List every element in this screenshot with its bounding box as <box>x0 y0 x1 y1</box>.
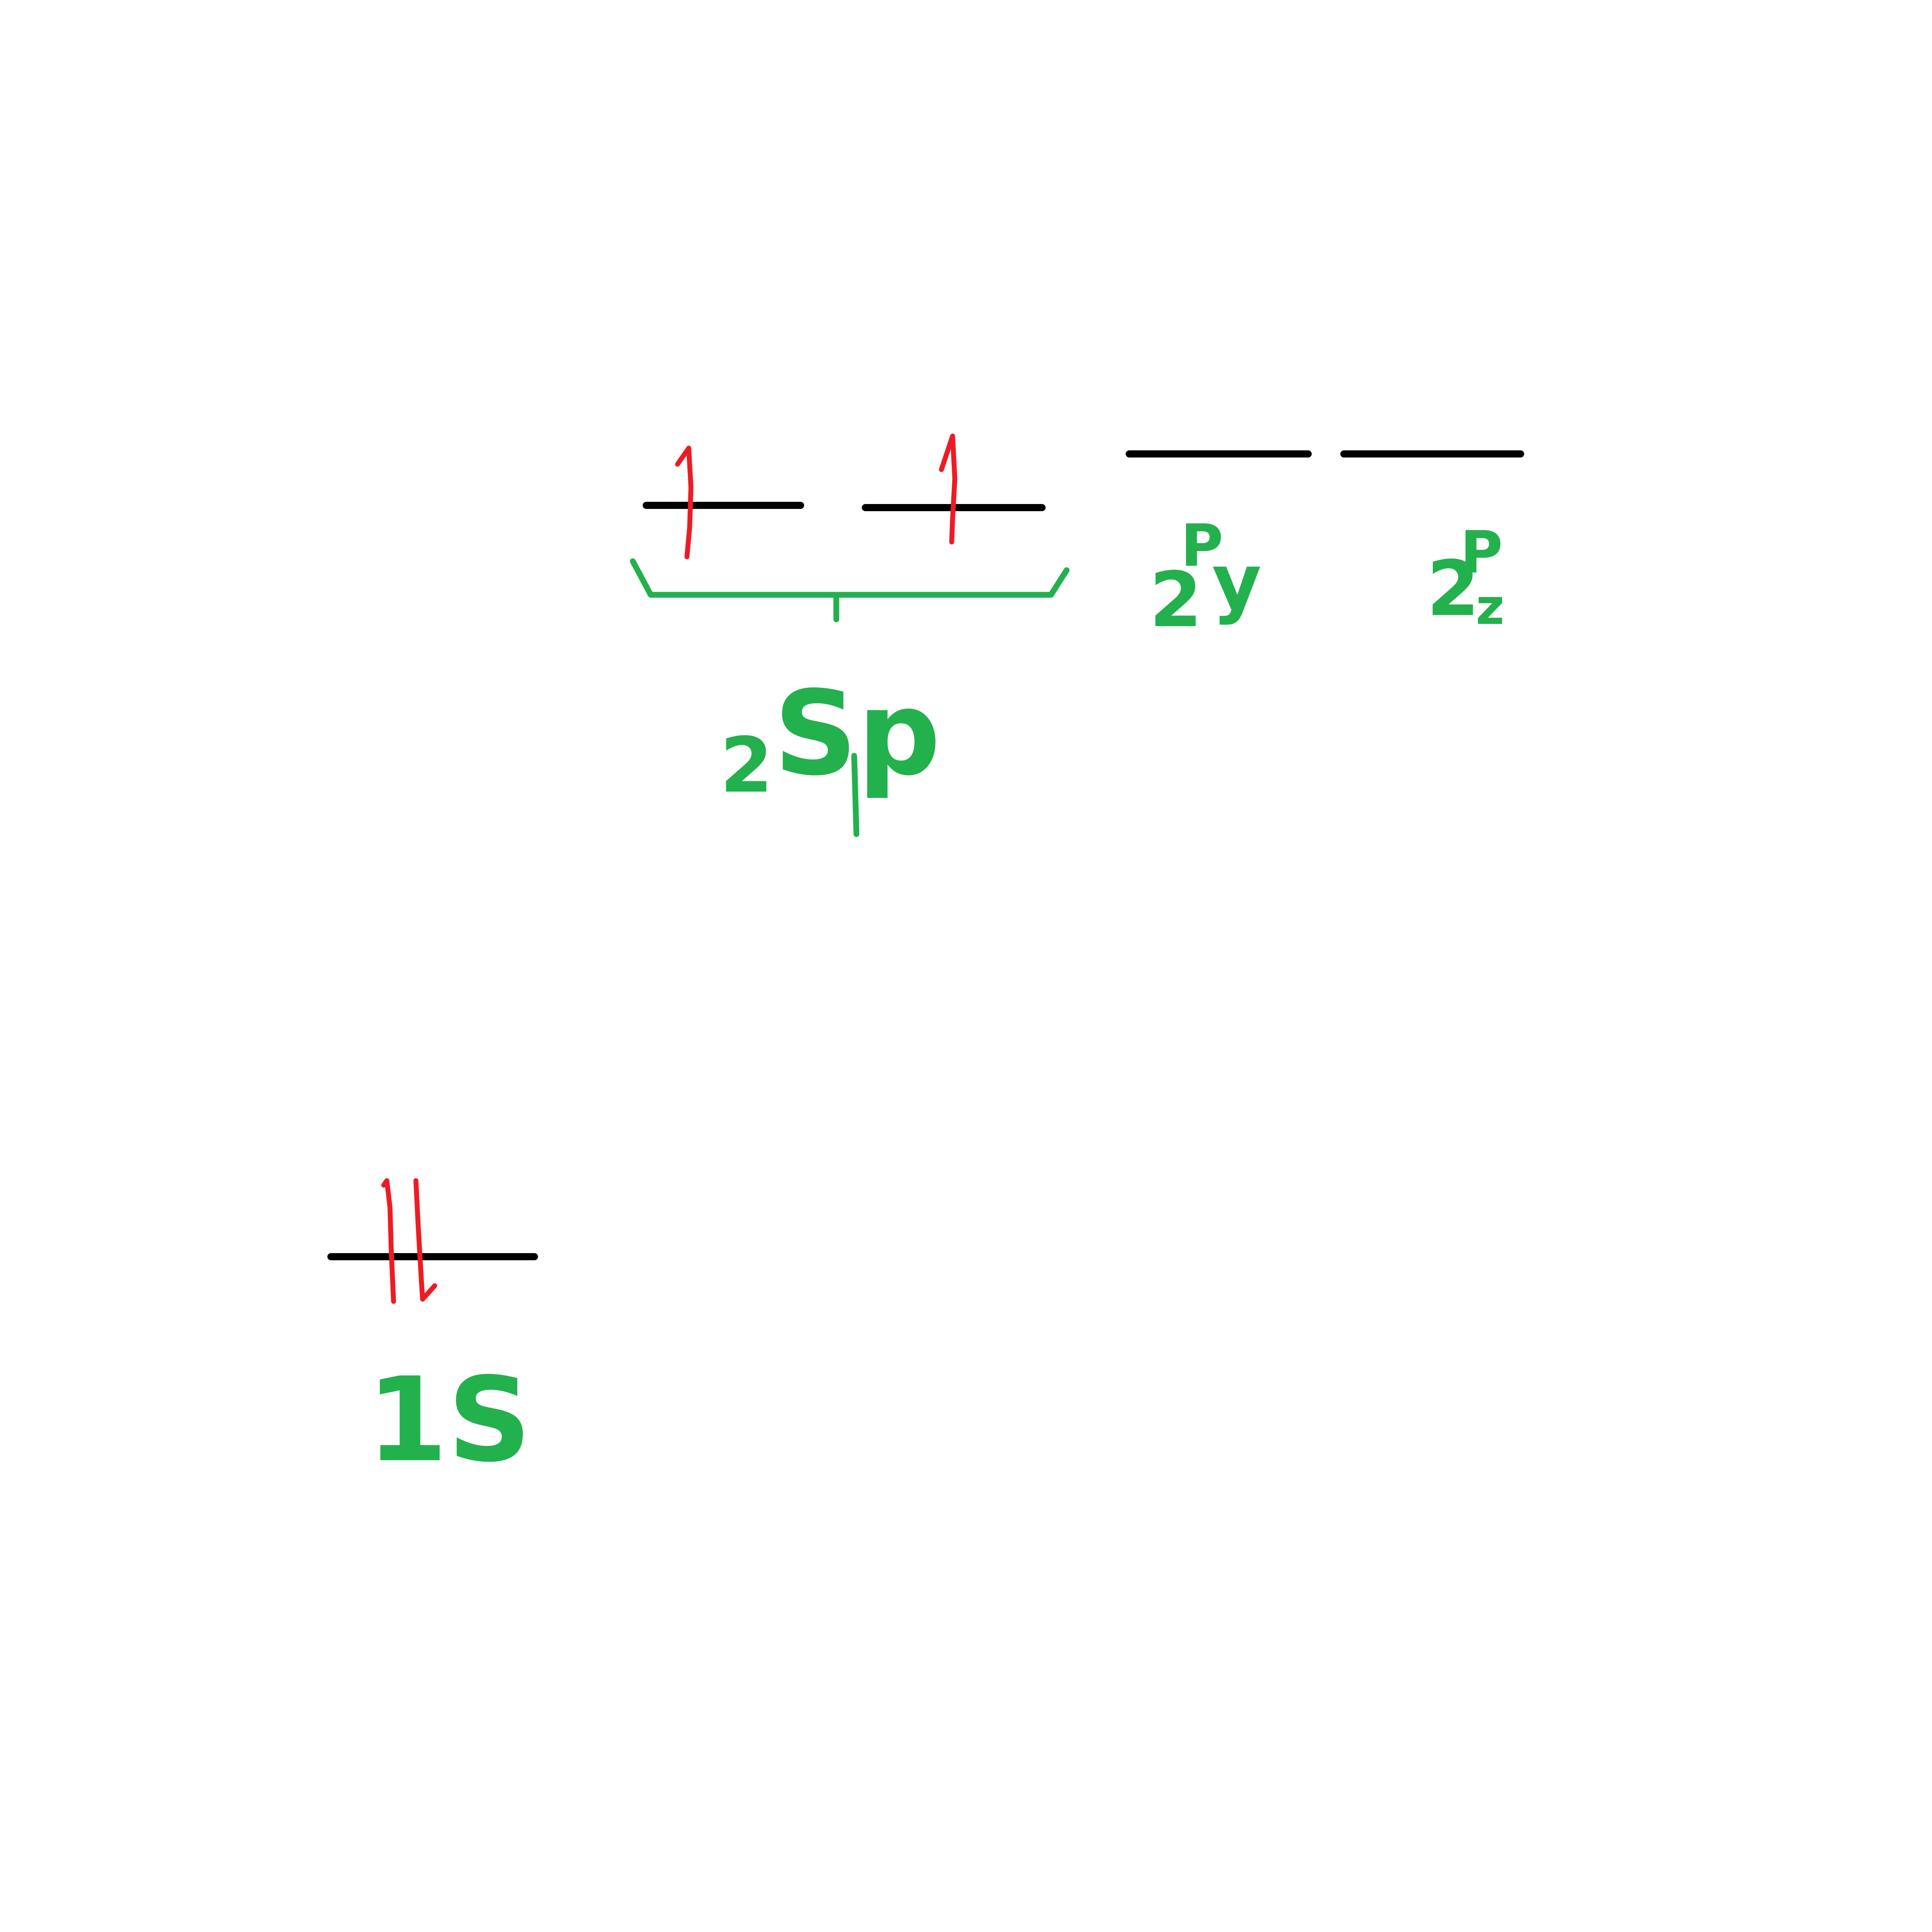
orbital-label-1s: 1S <box>367 1353 531 1488</box>
orbital-label-2pz-coefficient: 2 <box>1427 545 1479 633</box>
sp-label-stem <box>851 753 860 837</box>
hybrid-bracket <box>630 558 1070 623</box>
orbital-label-2pz-main: P <box>1460 518 1503 586</box>
electron-up-arrow-icon <box>381 1178 396 1304</box>
electron-down-arrow-icon <box>413 1178 437 1302</box>
orbital-label-2py-main: P <box>1181 512 1223 580</box>
electron-up-arrow-icon <box>675 445 694 559</box>
orbital-2pz: 2 P z <box>1340 450 1524 636</box>
orbital-label-2py-subscript: y <box>1212 538 1262 627</box>
orbital-1s: 1S <box>327 1178 538 1488</box>
electron-up-arrow-icon <box>939 433 958 545</box>
orbital-label-2pz-subscript: z <box>1476 578 1504 636</box>
orbital-label-2py-coefficient: 2 <box>1149 556 1202 644</box>
orbital-label-sp-coefficient: 2 <box>720 721 773 810</box>
orbital-sp-hybrid: 2 Sp <box>630 433 1070 837</box>
orbital-2py: 2 P y <box>1126 450 1312 644</box>
